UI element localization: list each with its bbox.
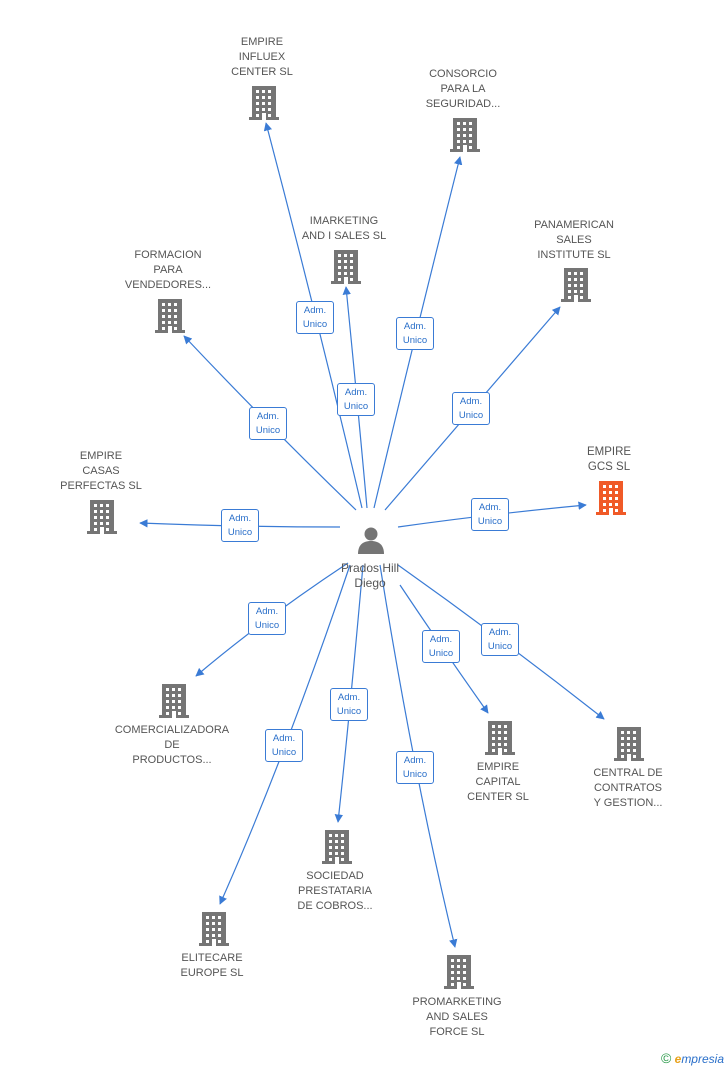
company-name-imarketing[interactable]: IMARKETING AND I SALES SL — [301, 215, 387, 242]
building-icon-empire-gcs[interactable] — [596, 481, 626, 520]
company-name-consorcio[interactable]: CONSORCIO PARA LA SEGURIDAD... — [425, 68, 501, 110]
building-icon-promarketing[interactable] — [444, 955, 474, 994]
role-badge-empire-casas[interactable]: Adm. Unico — [221, 509, 259, 542]
company-name-elitecare[interactable]: ELITECARE EUROPE SL — [180, 952, 244, 979]
role-badge-empire-capital[interactable]: Adm. Unico — [422, 630, 460, 663]
company-name-empire-casas[interactable]: EMPIRE CASAS PERFECTAS SL — [60, 450, 142, 492]
role-badge-promarketing[interactable]: Adm. Unico — [396, 751, 434, 784]
person-name[interactable]: Prados Hill Diego — [340, 561, 400, 590]
role-badge-formacion[interactable]: Adm. Unico — [249, 407, 287, 440]
company-name-formacion[interactable]: FORMACION PARA VENDEDORES... — [124, 249, 212, 291]
brand-logo-initial: e — [674, 1052, 682, 1066]
company-name-promarketing[interactable]: PROMARKETING AND SALES FORCE SL — [412, 996, 502, 1038]
building-icon-panamerican[interactable] — [561, 268, 591, 307]
role-badge-empire-gcs[interactable]: Adm. Unico — [471, 498, 509, 531]
person-icon[interactable] — [356, 525, 386, 555]
brand-logo-text: mpresia — [681, 1052, 724, 1066]
company-name-central-contratos[interactable]: CENTRAL DE CONTRATOS Y GESTION... — [593, 767, 663, 809]
company-name-sociedad[interactable]: SOCIEDAD PRESTATARIA DE COBROS... — [297, 870, 373, 912]
building-icon-comercializadora[interactable] — [159, 684, 189, 723]
role-badge-empire-influex[interactable]: Adm. Unico — [296, 301, 334, 334]
building-icon-elitecare[interactable] — [199, 912, 229, 951]
role-badge-elitecare[interactable]: Adm. Unico — [265, 729, 303, 762]
role-badge-imarketing[interactable]: Adm. Unico — [337, 383, 375, 416]
role-badge-panamerican[interactable]: Adm. Unico — [452, 392, 490, 425]
copyright-icon: © — [660, 1050, 672, 1066]
company-name-empire-gcs[interactable]: EMPIRE GCS SL — [586, 446, 632, 473]
company-name-comercializadora[interactable]: COMERCIALIZADORA DE PRODUCTOS... — [114, 724, 230, 766]
building-icon-consorcio[interactable] — [450, 118, 480, 157]
company-name-empire-influex[interactable]: EMPIRE INFLUEX CENTER SL — [231, 36, 293, 78]
company-name-panamerican[interactable]: PANAMERICAN SALES INSTITUTE SL — [534, 219, 614, 261]
role-badge-sociedad[interactable]: Adm. Unico — [330, 688, 368, 721]
footer-credit: © empresia — [661, 1050, 724, 1066]
role-badge-comercializadora[interactable]: Adm. Unico — [248, 602, 286, 635]
building-icon-sociedad[interactable] — [322, 830, 352, 869]
building-icon-formacion[interactable] — [155, 299, 185, 338]
building-icon-empire-casas[interactable] — [87, 500, 117, 539]
company-name-empire-capital[interactable]: EMPIRE CAPITAL CENTER SL — [467, 761, 529, 803]
building-icon-imarketing[interactable] — [331, 250, 361, 289]
role-badge-consorcio[interactable]: Adm. Unico — [396, 317, 434, 350]
building-icon-empire-influex[interactable] — [249, 86, 279, 125]
role-badge-central-contratos[interactable]: Adm. Unico — [481, 623, 519, 656]
building-icon-central-contratos[interactable] — [614, 727, 644, 766]
building-icon-empire-capital[interactable] — [485, 721, 515, 760]
